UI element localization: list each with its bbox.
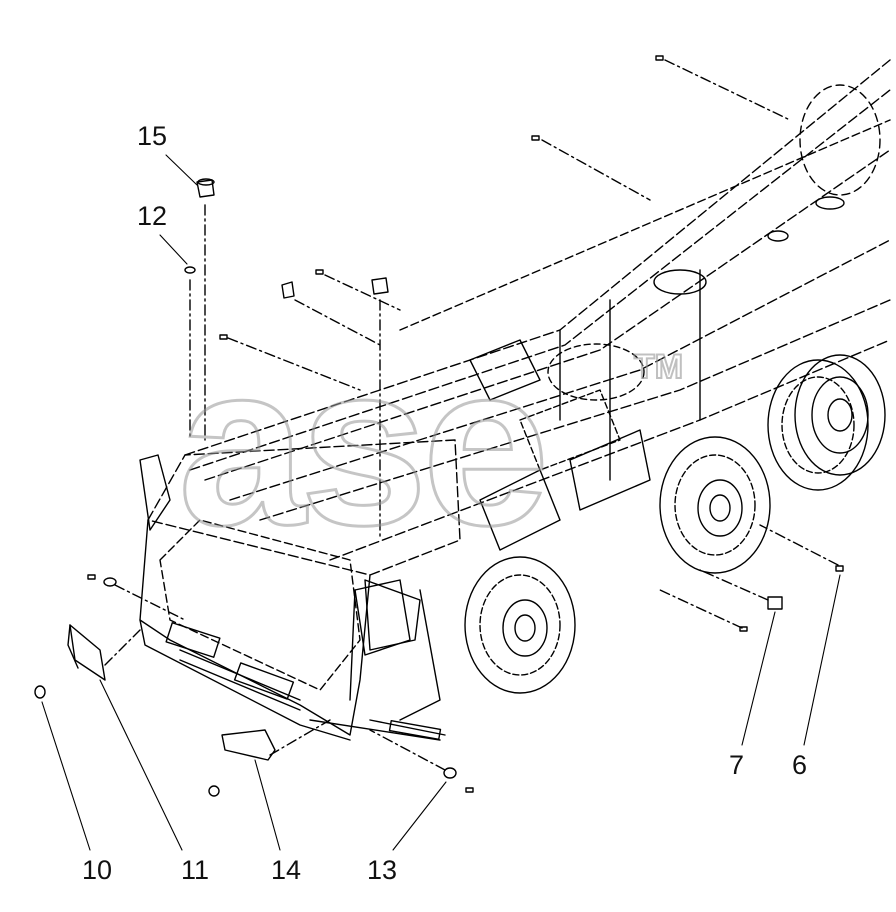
wheel-4 [794,354,886,476]
part-15-beacon-lamp [196,179,215,198]
part-7-lamp [767,596,783,610]
wheel-set [464,354,886,694]
callout-15: 15 [137,121,168,151]
nameplate [388,720,442,740]
wheel-1 [464,556,576,694]
bracket-part [281,281,295,299]
callout-14: 14 [271,855,302,885]
wheel-3 [767,359,869,491]
beacon-lamp-right [371,277,389,295]
part-10-bulb [34,685,46,699]
callout-7: 7 [729,750,745,780]
frame-hatch-circle [653,269,707,295]
part-11-headlamp [69,624,106,681]
carrier-frame [184,59,891,561]
callout-11: 11 [181,855,210,885]
callout-10: 10 [82,855,113,885]
side-mirror-right [364,579,421,651]
callout-12: 12 [137,201,168,231]
side-mirror-left [139,454,171,531]
part-6-marker [835,565,844,572]
callout-6: 6 [792,750,808,780]
wheel-2 [659,436,771,574]
part-13-marker [443,767,457,779]
callout-13: 13 [367,855,398,885]
leader-lines [41,154,841,851]
driver-cab [139,439,461,741]
part-14-side-lamp [221,729,276,761]
part-12-marker [184,266,196,274]
exploded-parts [34,55,844,797]
watermark-trademark: TM [633,347,684,387]
watermark: ase [177,316,552,573]
